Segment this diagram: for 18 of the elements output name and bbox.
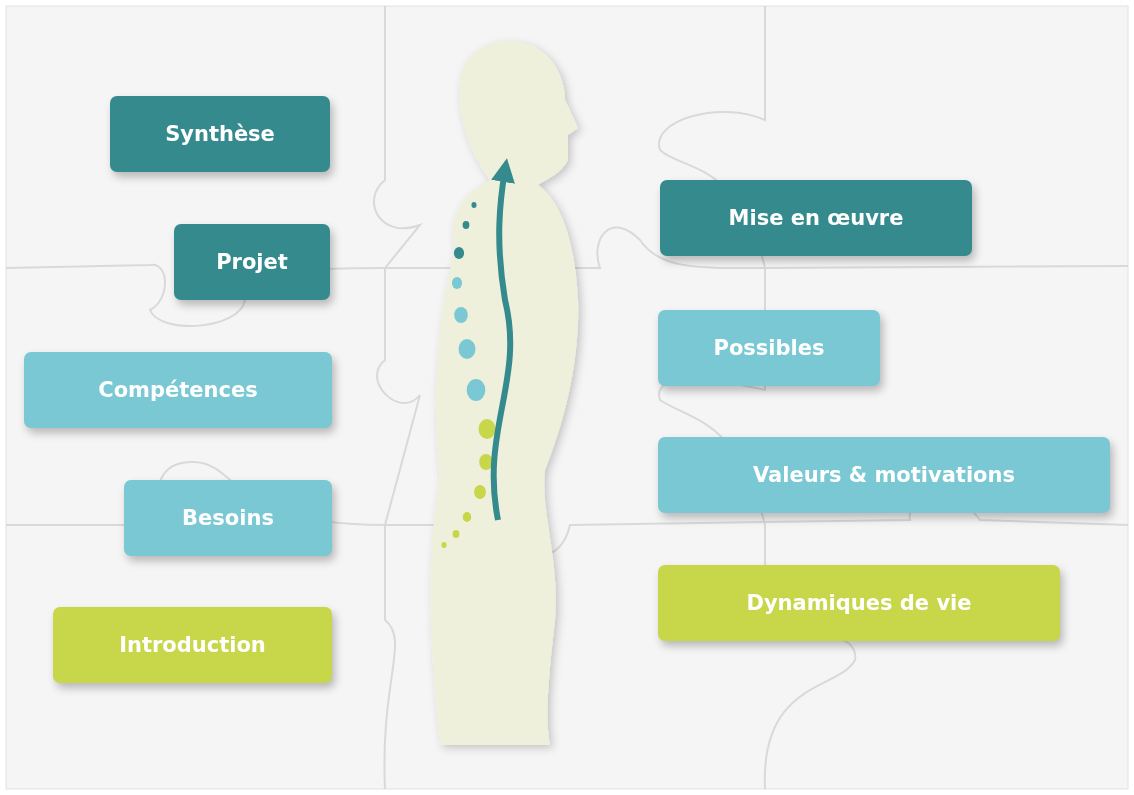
topic-label: Possibles	[713, 336, 825, 360]
topic-box	[24, 352, 332, 428]
topic-box	[174, 224, 330, 300]
topic-label: Compétences	[98, 378, 258, 402]
topic-box	[124, 480, 332, 556]
topic-box	[110, 96, 330, 172]
topic-label: Introduction	[119, 633, 266, 657]
topic-label: Synthèse	[165, 122, 275, 146]
topic-box	[53, 607, 332, 683]
topic-box	[658, 565, 1060, 641]
topic-label: Valeurs & motivations	[753, 463, 1015, 487]
topic-label: Mise en œuvre	[728, 206, 904, 230]
topic-label: Dynamiques de vie	[746, 591, 972, 615]
topic-box	[658, 310, 880, 386]
topic-box	[660, 180, 972, 256]
topic-label: Besoins	[182, 506, 274, 530]
topic-label: Projet	[216, 250, 288, 274]
topic-box	[658, 437, 1110, 513]
